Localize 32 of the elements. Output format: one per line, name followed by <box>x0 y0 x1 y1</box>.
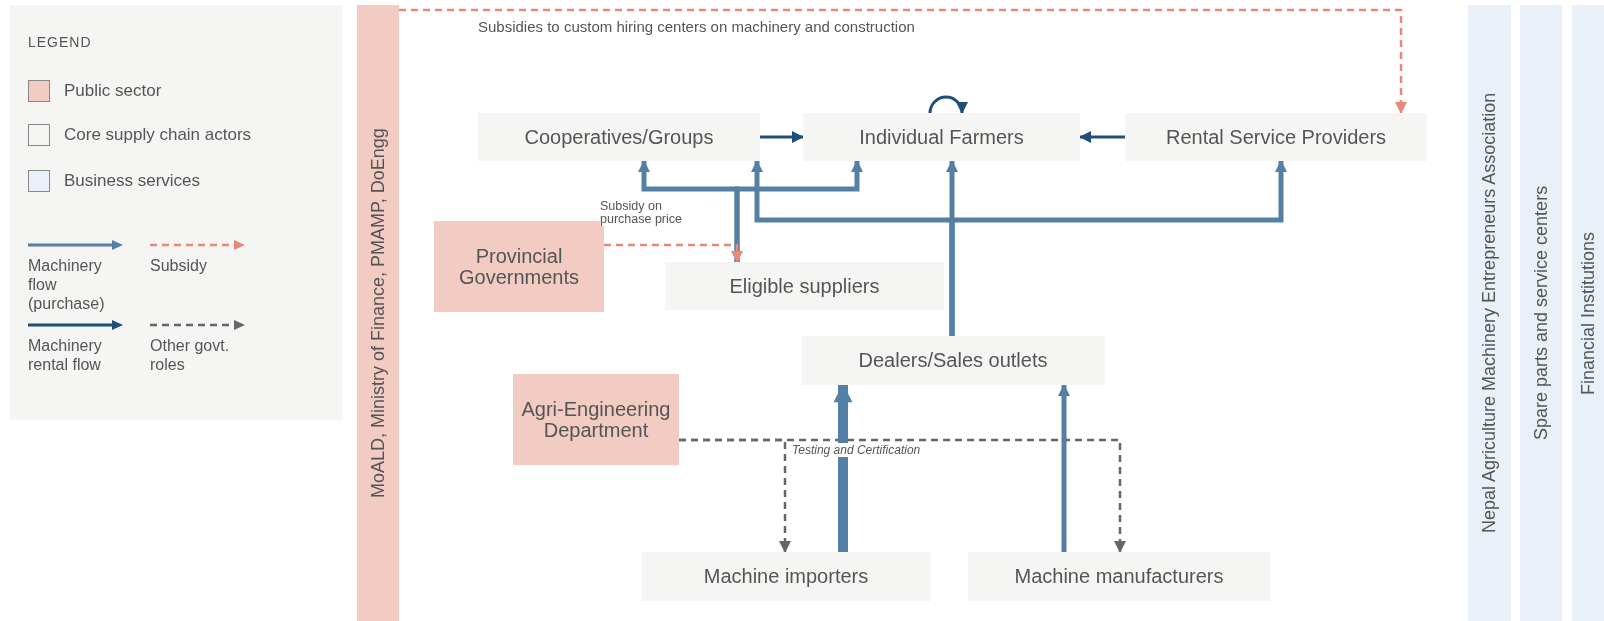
actor-box: Cooperatives/Groups <box>478 113 760 161</box>
actor-box: Individual Farmers <box>803 113 1080 161</box>
legend-label: Core supply chain actors <box>64 125 252 145</box>
actor-box: Dealers/Sales outlets <box>801 336 1105 385</box>
arrow <box>760 131 804 143</box>
legend-label: Business services <box>64 171 201 191</box>
service-bar: Financial Institutions <box>1572 5 1604 621</box>
arrow <box>949 160 1287 336</box>
service-bar: Spare parts and service centers <box>1520 5 1562 621</box>
actor-box: Machine importers <box>641 552 931 601</box>
arrow <box>1058 384 1070 552</box>
arrow <box>604 243 743 263</box>
legend-label: Subsidy <box>150 256 208 276</box>
arrow <box>399 8 1407 114</box>
arrow <box>928 95 968 114</box>
legend-heading: LEGEND <box>28 34 92 50</box>
legend-label: Public sector <box>64 81 162 101</box>
legend-label: Machinery rental flow <box>28 336 103 375</box>
arrow <box>833 383 853 552</box>
edge-label: Subsidies to custom hiring centers on machinery and construction <box>478 18 915 35</box>
agency-bar: MoALD, Ministry of Finance, PMAMP, DoEngg <box>357 5 399 621</box>
legend-label: Machinery flow (purchase) <box>28 256 106 314</box>
actor-box: Eligible suppliers <box>665 262 944 310</box>
edge-label: Testing and Certification <box>792 443 921 457</box>
legend-label: Other govt. roles <box>150 336 231 375</box>
arrow <box>734 160 863 262</box>
service-bar: Nepal Agriculture Machinery Entrepreneurs Association <box>1468 5 1511 621</box>
actor-box: Machine manufacturers <box>968 552 1270 601</box>
arrow <box>679 438 1126 553</box>
arrow <box>1079 131 1125 143</box>
actor-box: Rental Service Providers <box>1125 113 1427 161</box>
agency-box: Agri-Engineering Department <box>513 374 679 465</box>
